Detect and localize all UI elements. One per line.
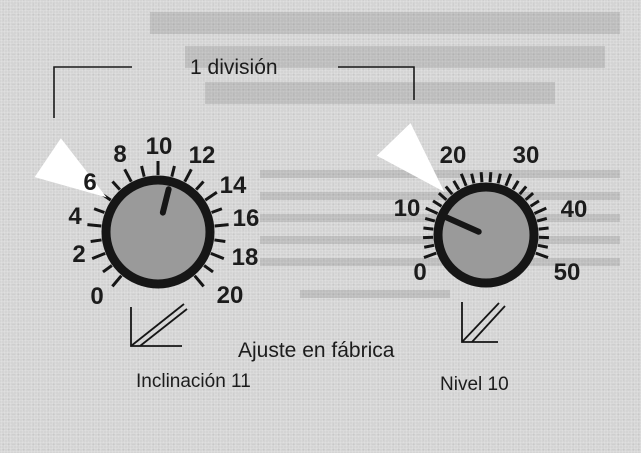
tilt-needle: [159, 186, 172, 216]
tilt-dial-ticks: [87, 161, 229, 288]
tilt-scale-label-2: 2: [72, 241, 86, 268]
tilt-tick: [211, 207, 223, 214]
level-dial-ticks: [422, 172, 550, 259]
division-label: 1 división: [190, 56, 278, 79]
level-needle: [442, 214, 482, 235]
tilt-scale-label-8: 8: [113, 141, 127, 168]
level-tick: [424, 217, 436, 223]
level-tick: [537, 243, 549, 249]
level-tick: [423, 243, 435, 249]
tilt-tick: [203, 264, 214, 274]
level-tick: [496, 173, 502, 184]
level-caption: Nivel 10: [440, 374, 509, 395]
level-scale-label-50: 50: [553, 259, 581, 286]
level-tick: [536, 217, 548, 223]
level-scale-label-30: 30: [512, 142, 540, 169]
level-scale-label-20: 20: [439, 142, 467, 169]
tilt-tick: [90, 238, 102, 243]
level-scale-label-0: 0: [413, 259, 427, 286]
tilt-tick: [91, 251, 106, 260]
level-pointer-wedge: [376, 123, 445, 192]
tilt-tick: [195, 180, 205, 191]
level-tick: [529, 199, 540, 208]
tilt-scale-label-20: 20: [216, 282, 244, 309]
tilt-tick: [111, 180, 121, 191]
factory-setting-label: Ajuste en fábrica: [238, 339, 395, 362]
level-tick: [423, 226, 434, 231]
level-tick: [452, 180, 461, 191]
level-tick: [479, 172, 484, 183]
tilt-pointer-wedge: [34, 138, 107, 198]
level-tick: [533, 206, 547, 215]
tilt-scale-label-16: 16: [232, 205, 260, 232]
level-tick: [470, 173, 476, 184]
tilt-tick: [214, 238, 226, 243]
level-tick: [535, 251, 549, 259]
level-tick: [504, 173, 513, 187]
level-tick: [511, 180, 520, 191]
level-tick: [432, 199, 443, 208]
tilt-knob[interactable]: [101, 175, 215, 289]
tilt-tick: [204, 191, 218, 202]
tilt-tick: [183, 168, 193, 183]
tilt-tick: [214, 223, 229, 228]
tilt-tick: [111, 274, 123, 288]
tilt-tick: [140, 165, 146, 178]
level-scale-label-40: 40: [560, 196, 588, 223]
tilt-tick: [170, 165, 176, 178]
level-tick: [488, 172, 493, 183]
tilt-scale-label-10: 10: [145, 133, 173, 160]
tilt-tick: [193, 274, 205, 288]
level-tick: [459, 173, 468, 187]
tilt-scale-label-18: 18: [231, 244, 259, 271]
level-tick: [423, 251, 437, 259]
tilt-scale-label-14: 14: [219, 172, 247, 199]
level-tick: [538, 226, 549, 231]
level-tick: [425, 206, 439, 215]
tilt-caption: Inclinación 11: [136, 371, 251, 392]
level-knob[interactable]: [433, 182, 539, 288]
level-tick: [444, 185, 454, 196]
tilt-scale-label-12: 12: [188, 142, 216, 169]
level-tick: [524, 192, 535, 201]
tilt-scale-label-4: 4: [68, 203, 82, 230]
level-scale-label-10: 10: [393, 195, 421, 222]
tilt-scale-label-0: 0: [90, 283, 104, 310]
tilt-tick: [123, 168, 133, 183]
level-tick: [437, 192, 448, 201]
tilt-tick: [210, 251, 225, 260]
level-tick: [518, 185, 528, 196]
tilt-factory-setting-icon: [130, 303, 188, 347]
tilt-tick: [87, 223, 102, 228]
tilt-tick: [102, 264, 113, 274]
tilt-tick: [93, 207, 105, 214]
level-factory-setting-icon: [461, 302, 506, 343]
tilt-scale-label-6: 6: [83, 169, 97, 196]
